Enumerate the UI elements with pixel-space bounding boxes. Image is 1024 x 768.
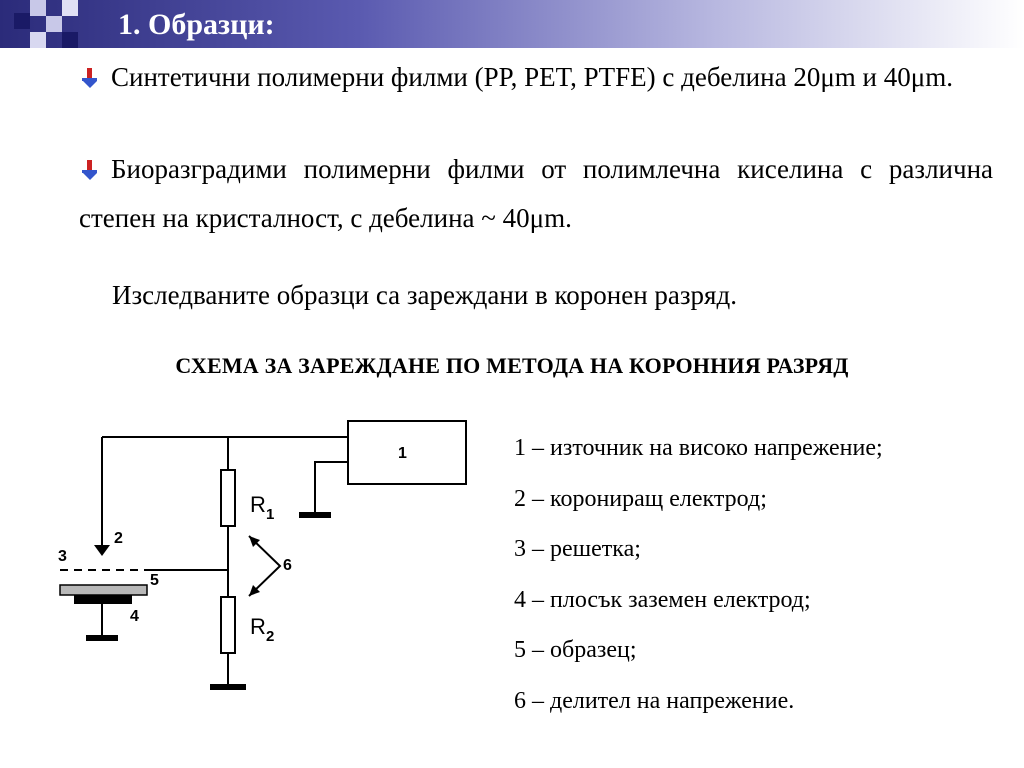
schema-title: СХЕМА ЗА ЗАРЕЖДАНЕ ПО МЕТОДА НА КОРОННИЯ… bbox=[175, 353, 849, 378]
corner-square-light bbox=[30, 0, 46, 16]
legend-item: 1 – източник на високо напрежение; bbox=[514, 435, 883, 461]
legend-item: 3 – решетка; bbox=[514, 536, 641, 562]
legend-item: 5 – образец; bbox=[514, 637, 637, 663]
corona-electrode-arrow bbox=[94, 545, 110, 556]
corner-square-light-4 bbox=[62, 0, 78, 16]
title-bar bbox=[0, 0, 1024, 48]
note-text: Изследваните образци са зареждани в коро… bbox=[112, 280, 737, 310]
ground-symbol bbox=[86, 635, 118, 641]
ground-symbol bbox=[299, 512, 331, 518]
label-2: 2 bbox=[114, 530, 123, 547]
arrow-down-bullet-icon bbox=[79, 149, 111, 195]
legend-item: 6 – делител на напрежение. bbox=[514, 687, 795, 714]
diagram-legend: 1 – източник на високо напрежение; 2 – к… bbox=[514, 423, 883, 726]
slide-title: 1. Образци: bbox=[118, 8, 275, 41]
corner-square-light-2 bbox=[46, 16, 62, 32]
legend-item: 4 – плосък заземен електрод; bbox=[514, 586, 811, 613]
r1-subscript: 1 bbox=[266, 506, 274, 523]
label-5: 5 bbox=[150, 572, 159, 589]
bullet-text-2: Биоразградими полимерни филми от полимле… bbox=[79, 154, 993, 233]
arrow-down-bullet-icon bbox=[79, 57, 111, 103]
bullet-text-1: Синтетични полимерни филми (PP, PET, PTF… bbox=[111, 62, 953, 92]
label-6: 6 bbox=[283, 557, 292, 574]
r1-label: R bbox=[250, 492, 266, 517]
r2-label: R bbox=[250, 614, 266, 639]
corner-square-dark bbox=[14, 13, 30, 29]
source-box-label: 1 bbox=[398, 445, 407, 462]
sample-plate bbox=[59, 584, 148, 596]
corner-square-light-3 bbox=[30, 32, 46, 48]
legend-item: 2 – корониращ електрод; bbox=[514, 485, 767, 512]
bullet-paragraph-1: Синтетични полимерни филми (PP, PET, PTF… bbox=[79, 54, 993, 103]
flat-electrode bbox=[74, 595, 132, 604]
r2-subscript: 2 bbox=[266, 628, 274, 645]
ground-symbol bbox=[210, 684, 246, 690]
bullet-paragraph-2: Биоразградими полимерни филми от полимле… bbox=[79, 146, 993, 241]
corner-square-dark-2 bbox=[62, 32, 78, 48]
label-3: 3 bbox=[58, 548, 67, 565]
label-4: 4 bbox=[130, 608, 139, 625]
